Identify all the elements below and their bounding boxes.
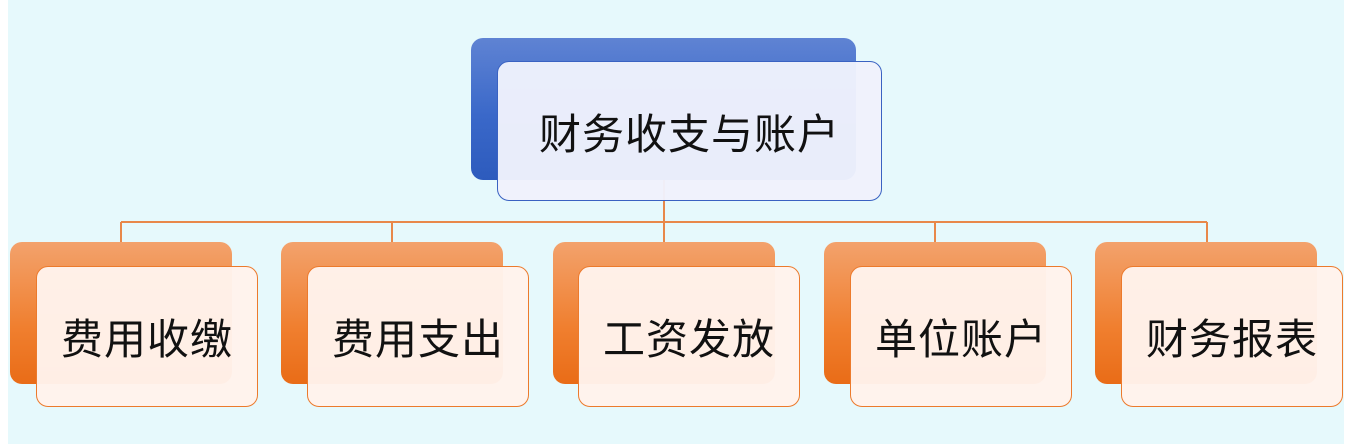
child-node-3: 工资发放 [578, 266, 800, 407]
root-node: 财务收支与账户 [497, 61, 882, 201]
root-node-label: 财务收支与账户 [538, 109, 840, 159]
child-node-1: 费用收缴 [36, 266, 258, 407]
child-node-label: 单位账户 [874, 315, 1047, 364]
child-node-label: 费用支出 [331, 315, 504, 364]
child-node-4: 单位账户 [850, 266, 1072, 407]
child-node-label: 费用收缴 [60, 315, 233, 364]
child-node-label: 财务报表 [1145, 315, 1318, 364]
child-node-label: 工资发放 [602, 315, 775, 364]
child-node-5: 财务报表 [1121, 266, 1343, 407]
child-node-2: 费用支出 [307, 266, 529, 407]
